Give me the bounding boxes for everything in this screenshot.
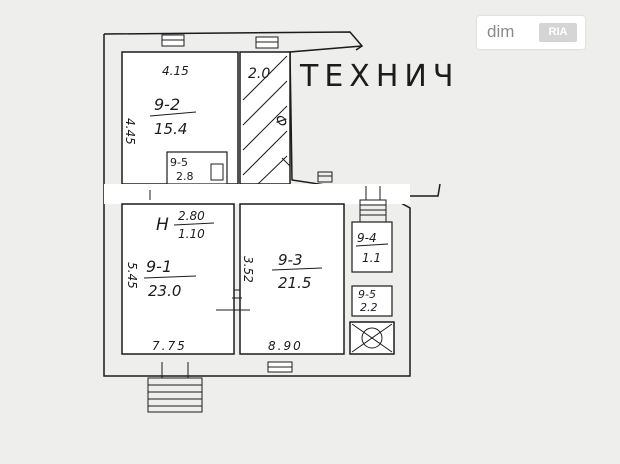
room-9-4-number: 9-4 bbox=[357, 231, 377, 245]
room-9-1 bbox=[121, 203, 235, 355]
storage-area: 2.0 bbox=[248, 66, 270, 82]
background-heading: ТЕХНИЧ bbox=[299, 59, 459, 94]
small-step bbox=[317, 171, 333, 183]
corridor-bottom: 1.10 bbox=[178, 227, 205, 241]
room-9-5b bbox=[351, 285, 393, 317]
entrance-stairs bbox=[147, 362, 203, 413]
room-9-1-height: 5.45 bbox=[125, 262, 139, 289]
corridor-top: 2.80 bbox=[178, 209, 205, 223]
room-9-1-area: 23.0 bbox=[148, 282, 181, 300]
room-9-1-number: 9-1 bbox=[146, 257, 172, 276]
room-9-3-area: 21.5 bbox=[278, 274, 311, 292]
watermark-brand: dim bbox=[487, 22, 515, 41]
room-9-2-width: 4.15 bbox=[162, 64, 189, 78]
room-9-4 bbox=[351, 221, 393, 273]
room-9-3 bbox=[239, 203, 345, 355]
stairs-upper bbox=[359, 186, 387, 223]
room-9-3-number: 9-3 bbox=[278, 251, 303, 269]
windows bbox=[161, 34, 293, 373]
watermark-badge: dim RIA bbox=[477, 16, 585, 49]
room-9-4-area: 1.1 bbox=[362, 251, 381, 265]
room-9-2-height: 4.45 bbox=[123, 118, 137, 145]
room-9-5b-number: 9-5 bbox=[358, 288, 376, 301]
corridor-band bbox=[104, 184, 410, 204]
room-9-3-width: 8.90 bbox=[268, 339, 303, 353]
room-9-2-area: 15.4 bbox=[154, 120, 187, 138]
toilet-fixture bbox=[210, 163, 224, 181]
door-marks bbox=[149, 157, 291, 340]
stove-fixture bbox=[349, 321, 395, 355]
room-9-5b-area: 2.2 bbox=[360, 301, 378, 314]
room-9-1-width: 7.75 bbox=[152, 339, 187, 353]
watermark-sub: RIA bbox=[539, 23, 577, 42]
room-9-5-number: 9-5 bbox=[170, 156, 188, 169]
corridor-letter: Н bbox=[156, 215, 169, 235]
room-9-5-area: 2.8 bbox=[176, 170, 194, 183]
room-9-3-height: 3.52 bbox=[241, 256, 255, 283]
room-9-2-number: 9-2 bbox=[154, 95, 180, 114]
